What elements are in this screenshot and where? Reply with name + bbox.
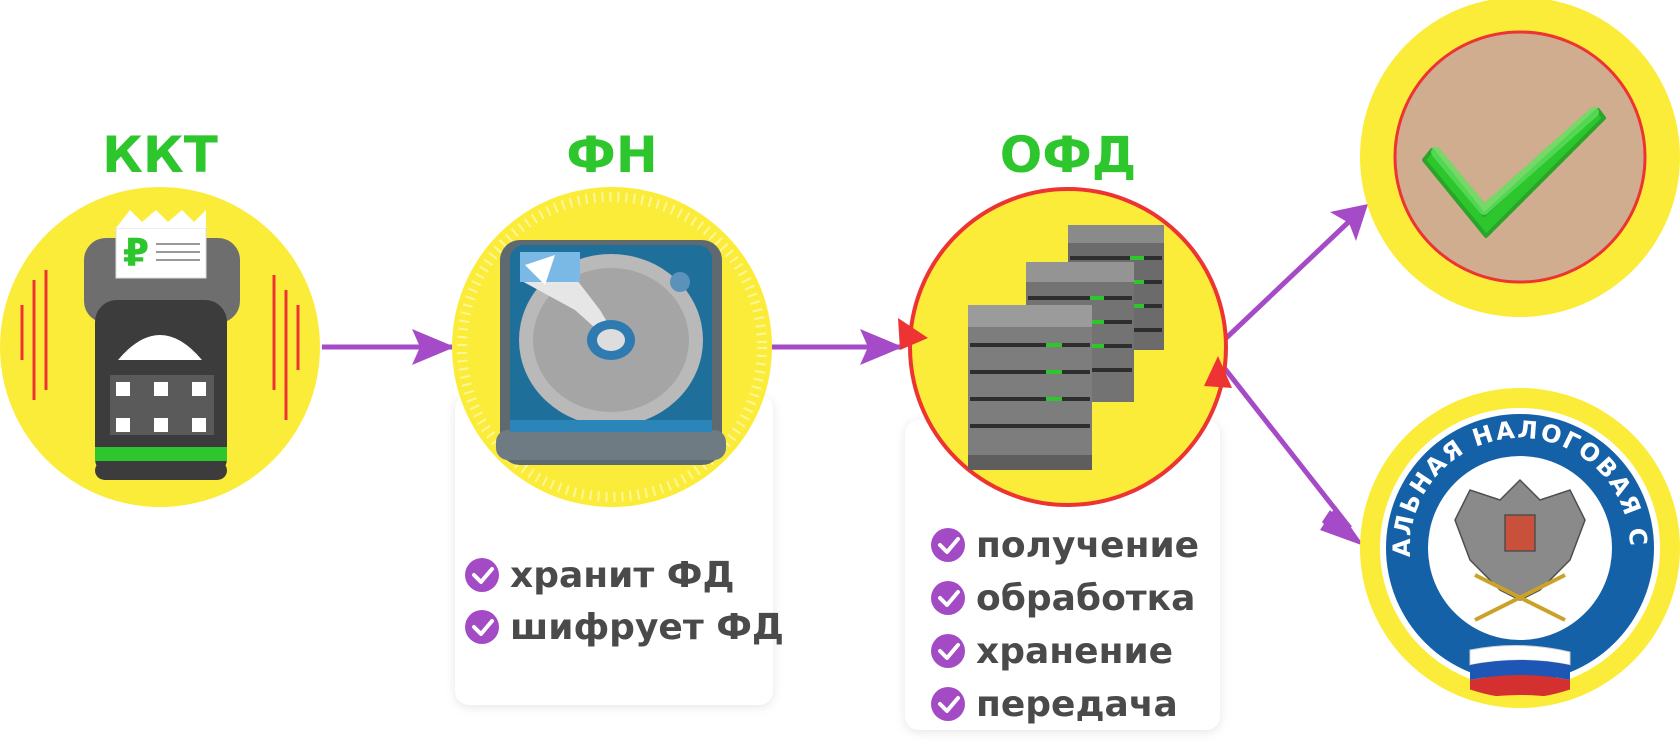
list-item: передача	[931, 684, 1178, 725]
list-item: хранит ФД	[465, 555, 735, 596]
ruble-icon: ₽	[123, 231, 149, 275]
list-item: хранение	[931, 631, 1173, 672]
eagle-icon	[1454, 478, 1586, 601]
list-item: получение	[931, 525, 1199, 566]
arrow-ofd-ok-head	[1330, 204, 1368, 241]
ofd-ring-arrow-left	[898, 318, 928, 350]
ofd-feature-transfer: передача	[976, 684, 1178, 725]
ofd-title: ОФД	[1000, 126, 1137, 184]
check-circle-icon	[931, 634, 965, 668]
check-circle-icon	[931, 581, 965, 615]
vibration-lines-icon	[20, 270, 300, 420]
check-circle-icon	[931, 528, 965, 562]
checkmark-icon	[1422, 108, 1606, 238]
ofd-features-card	[905, 420, 1220, 730]
ofd-ring-arrow-right	[1204, 356, 1232, 388]
cash-register-icon: ₽	[84, 210, 240, 480]
ok-inner-circle	[1393, 30, 1647, 284]
fn-node	[452, 187, 772, 507]
fn-feature-encrypt: шифрует ФД	[510, 607, 784, 648]
fn-feature-store: хранит ФД	[510, 555, 735, 596]
ok-node	[1360, 0, 1680, 317]
kkt-title: ККТ	[102, 126, 218, 184]
arrow-ofd-ok	[1220, 212, 1359, 344]
arrow-fn-ofd-head	[860, 329, 903, 365]
fn-title: ФН	[566, 126, 657, 184]
ofd-node	[898, 187, 1232, 507]
check-circle-icon	[465, 610, 499, 644]
list-item: обработка	[931, 578, 1195, 619]
hard-drive-icon	[496, 240, 726, 465]
fn-features-list: хранит ФД шифрует ФД	[465, 555, 784, 648]
flow-arrows	[322, 204, 1368, 546]
arrow-ofd-fns	[1220, 363, 1352, 530]
ofd-feature-store: хранение	[976, 631, 1173, 672]
ofd-feature-process: обработка	[976, 578, 1195, 619]
kkt-node: ₽	[0, 187, 320, 507]
flag-icon	[1469, 644, 1571, 698]
ofd-features-list: получение обработка хранение передача	[931, 525, 1199, 725]
keys-icon	[1474, 573, 1566, 622]
list-item: шифрует ФД	[465, 607, 784, 648]
check-circle-icon	[465, 558, 499, 592]
arrow-ofd-fns-head-tip	[1320, 506, 1364, 546]
check-circle-icon	[931, 687, 965, 721]
server-rack-icon	[968, 225, 1164, 470]
arrow-kkt-fn-head	[412, 329, 455, 365]
ofd-feature-receive: получение	[976, 525, 1199, 566]
